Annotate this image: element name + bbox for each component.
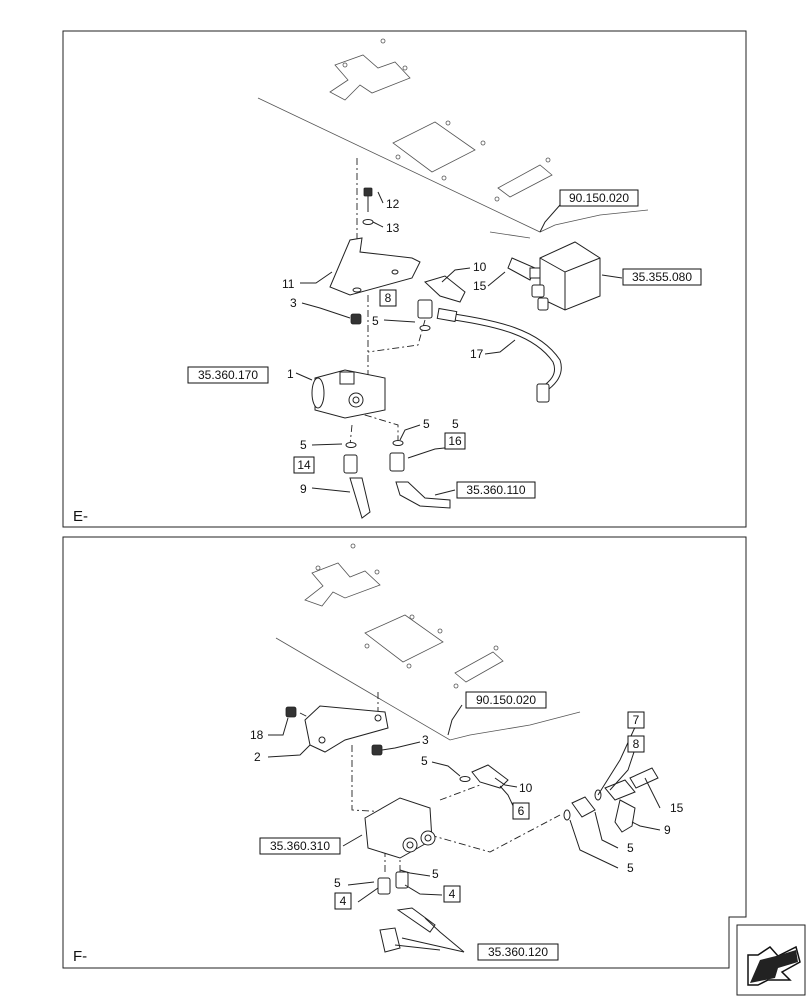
item-number: 4 xyxy=(449,887,456,901)
bracket xyxy=(329,237,421,296)
item-number: 8 xyxy=(633,737,640,751)
floor-edge xyxy=(275,637,581,741)
cutout-shape xyxy=(497,164,553,198)
ref-label: 35.355.080 xyxy=(632,270,692,284)
arrow-icon[interactable] xyxy=(736,924,806,996)
item-box[interactable] xyxy=(379,289,397,307)
item-number: 7 xyxy=(633,713,640,727)
ref-label: 35.360.110 xyxy=(466,483,525,497)
ref-box[interactable] xyxy=(259,837,341,855)
item-number: 5 xyxy=(334,876,341,890)
item-number: 14 xyxy=(297,458,311,472)
panel-e: 90.150.020 35.355.080 35.360.170 35.360.… xyxy=(62,30,747,528)
item-number: 5 xyxy=(421,754,428,768)
valve-body xyxy=(314,369,386,419)
item-box[interactable] xyxy=(444,432,466,450)
item-number: 8 xyxy=(385,291,392,305)
item-number: 5 xyxy=(432,867,439,881)
cutout-shape xyxy=(392,121,476,173)
item-number: 16 xyxy=(448,434,462,448)
pressure-switch xyxy=(539,241,601,311)
ref-box[interactable] xyxy=(477,943,559,961)
ref-box[interactable] xyxy=(187,366,269,384)
ref-box[interactable] xyxy=(465,691,547,709)
cutout-shape xyxy=(454,651,504,683)
cutout-shape xyxy=(364,614,444,663)
panel-f-frame xyxy=(62,536,747,969)
valve-block xyxy=(364,797,433,859)
item-number: 13 xyxy=(386,221,400,235)
item-number: 6 xyxy=(518,804,525,818)
ref-label: 35.360.310 xyxy=(270,839,330,853)
ref-box[interactable] xyxy=(559,189,639,207)
item-number: 4 xyxy=(340,894,347,908)
section-label: E- xyxy=(73,508,88,525)
item-box[interactable] xyxy=(512,802,530,820)
ref-label: 90.150.020 xyxy=(476,693,536,707)
item-number: 2 xyxy=(254,750,261,764)
ref-box[interactable] xyxy=(622,268,702,286)
item-number: 10 xyxy=(473,260,487,274)
item-number: 1 xyxy=(287,367,294,381)
panel-e-frame xyxy=(62,30,747,528)
item-box[interactable] xyxy=(334,892,352,910)
ref-box[interactable] xyxy=(456,481,536,499)
bracket xyxy=(304,705,389,753)
item-number: 5 xyxy=(627,861,634,875)
item-number: 17 xyxy=(470,347,484,361)
floor-edge xyxy=(257,97,649,233)
item-number: 5 xyxy=(452,417,459,431)
item-number: 5 xyxy=(372,314,379,328)
cutout-shape xyxy=(304,562,381,607)
item-number: 5 xyxy=(423,417,430,431)
item-number: 3 xyxy=(290,296,297,310)
item-box[interactable] xyxy=(627,735,645,753)
panel-f: 90.150.020 35.360.310 35.360.120 7 8 6 4… xyxy=(62,536,747,969)
item-number: 11 xyxy=(282,277,295,291)
item-box[interactable] xyxy=(443,885,461,903)
item-number: 9 xyxy=(300,482,307,496)
item-number: 18 xyxy=(250,728,264,742)
item-number: 9 xyxy=(664,823,671,837)
item-number: 12 xyxy=(386,197,400,211)
item-number: 5 xyxy=(627,841,634,855)
item-number: 15 xyxy=(670,801,684,815)
ref-label: 35.360.120 xyxy=(488,945,548,959)
ref-label: 35.360.170 xyxy=(198,368,258,382)
item-box[interactable] xyxy=(293,456,315,474)
section-label: F- xyxy=(73,948,87,965)
item-number: 3 xyxy=(422,733,429,747)
item-number: 5 xyxy=(300,438,307,452)
item-box[interactable] xyxy=(627,711,645,729)
item-number: 15 xyxy=(473,279,487,293)
ref-label: 90.150.020 xyxy=(569,191,629,205)
cutout-shape xyxy=(329,54,411,101)
item-number: 10 xyxy=(519,781,533,795)
